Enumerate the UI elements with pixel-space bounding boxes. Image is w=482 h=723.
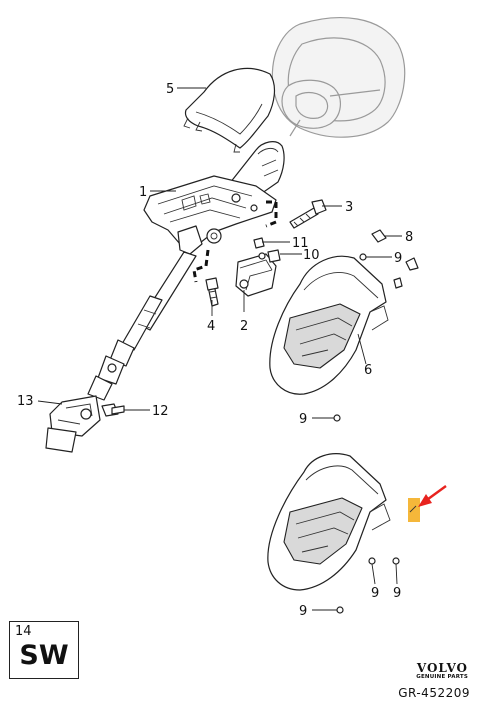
red-arrow-icon xyxy=(418,485,447,507)
callout-6: 6 xyxy=(364,363,372,378)
leader-6 xyxy=(357,333,367,365)
highlight-marker xyxy=(408,498,420,522)
highlight-tick xyxy=(409,505,417,513)
leader-9d xyxy=(371,563,376,585)
variant-number: 14 xyxy=(15,624,32,639)
part-1-column-assembly xyxy=(87,141,285,401)
part-3-bolt xyxy=(289,199,327,229)
variant-label: SW xyxy=(19,640,69,671)
part-14-sw-lower-cover xyxy=(267,453,400,614)
callout-1: 1 xyxy=(139,185,147,200)
dashed-connector-4 xyxy=(192,249,210,283)
callout-9c: 9 xyxy=(299,604,307,619)
callout-9b: 9 xyxy=(299,412,307,427)
callout-13: 13 xyxy=(17,394,34,409)
callout-10: 10 xyxy=(303,248,320,263)
steering-wheel-ghost xyxy=(271,17,406,138)
callout-9a: 9 xyxy=(394,251,402,266)
part-9-screws-top xyxy=(333,253,403,422)
dashed-connector-3 xyxy=(265,200,278,228)
part-4-bolt xyxy=(205,277,219,307)
part-5-upper-cover xyxy=(183,67,276,153)
callout-12: 12 xyxy=(152,404,169,419)
callout-4: 4 xyxy=(207,319,215,334)
part-12-bolt xyxy=(101,403,125,417)
leader-13 xyxy=(37,400,63,405)
brand-subtitle: GENUINE PARTS xyxy=(416,674,468,680)
callout-9d: 9 xyxy=(371,586,379,601)
leader-9e xyxy=(395,563,398,585)
brand-name: VOLVO xyxy=(416,661,468,675)
part-11-screw xyxy=(253,237,265,249)
callout-2: 2 xyxy=(240,319,248,334)
illustration-reference: GR-452209 xyxy=(398,686,470,700)
part-2-lock-unit xyxy=(235,252,277,297)
callout-5: 5 xyxy=(166,82,174,97)
callout-11: 11 xyxy=(292,236,309,251)
part-6-lower-cover xyxy=(269,255,389,395)
callout-3: 3 xyxy=(345,200,353,215)
part-13-lower-joint xyxy=(45,395,101,453)
part-10-nut xyxy=(267,249,281,263)
brand-logo: VOLVO GENUINE PARTS xyxy=(416,661,468,680)
callout-8: 8 xyxy=(405,230,413,245)
callout-9e: 9 xyxy=(393,586,401,601)
part-8-clips xyxy=(371,229,419,271)
variant-box: 14 SW xyxy=(9,621,79,679)
